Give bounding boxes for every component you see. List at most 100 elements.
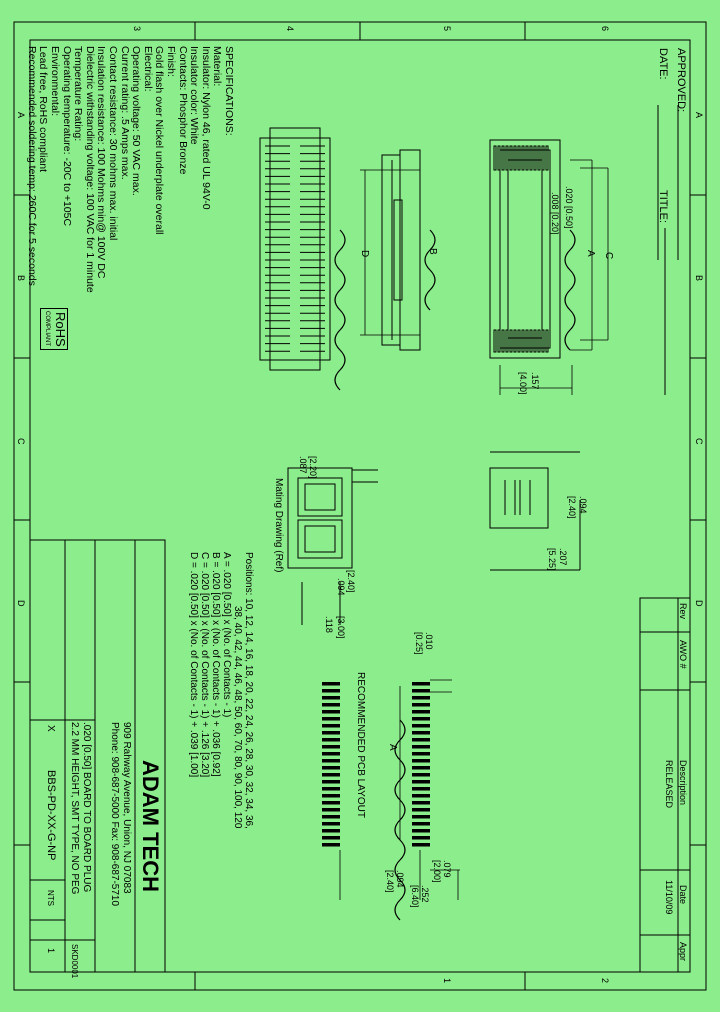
pcb-dim-a: A [387,744,398,751]
pcb-pad [412,689,430,693]
dim-mate-094-mm: [2.40] [346,570,356,593]
pcb-pad [412,801,430,805]
spec-lines: Material:Insulator: Nylon 46, rated UL 9… [25,46,224,293]
side-pin [541,145,545,171]
grid-label-bottom-4: D [16,600,26,607]
pcb-pad [322,752,340,756]
doc-number: SKD0001 [70,944,79,979]
side-pin [521,329,525,353]
pcb-pad [322,745,340,749]
pcb-dim-010-mm: [0.25] [414,632,424,655]
title-label: TITLE: [657,190,669,224]
pcb-pad [322,801,340,805]
grid-number-5: 2 [600,978,610,984]
rev-description: RELEASED [664,760,674,809]
dim-d: D [359,250,370,258]
spec-heading: SPECIFICATIONS: [223,46,235,136]
size-value: X [45,725,56,732]
rev-header-rev: Rev [678,603,688,620]
spec-line: Environmental: [49,46,62,117]
pcb-pad [412,815,430,819]
scale-value: NTS [46,890,55,906]
dim-094: .094 [578,496,588,514]
pcb-pad [412,836,430,840]
rev-header-appr: Appr [678,942,688,962]
side-pin [525,145,529,171]
grid-number-4: 3 [132,26,142,32]
description-line-1: .020 [0.50] BOARD TO BOARD PLUG [81,722,92,893]
grid-label-top-1: A [694,112,704,119]
mating-drawing-label: Mating Drawing (Ref) [273,478,284,573]
pcb-pad [322,843,340,847]
spec-line: Contacts: Phosphor Bronze [176,46,189,175]
pcb-pad [412,731,430,735]
grid-number-3: 4 [285,26,295,32]
description-line-2: 2.2 MM HEIGHT, SMT TYPE, NO PEG [69,722,80,895]
side-pin [517,145,521,171]
pcb-pad [412,717,430,721]
dim-157-mm: [4.00] [518,372,528,395]
dim-b: B [427,248,438,255]
side-pin [537,145,541,171]
specifications-block: SPECIFICATIONS: Material:Insulator: Nylo… [25,46,235,293]
pcb-pad [412,759,430,763]
side-pin [493,145,497,171]
pcb-pad [322,759,340,763]
dim-c: C [603,252,614,260]
grid-number-1: 6 [600,26,610,32]
rev-date: 11/10/09 [664,880,674,915]
company-phone: Phone: 908-687-5000 Fax: 908-687-5710 [109,722,120,907]
side-pin [529,329,533,353]
positions-block: Positions: 10, 12, 14, 16, 18, 20, 22, 2… [188,552,254,829]
grid-label-top-2: B [694,275,704,282]
spec-line: Recommended soldering temp: 260C for 5 s… [25,46,38,286]
positions-line2: 38, 40, 42, 44, 46, 48, 50, 60, 70, 80, … [232,606,243,829]
pcb-pad [412,822,430,826]
pcb-pad [412,843,430,847]
pcb-pad [412,710,430,714]
side-pin [513,145,517,171]
grid-number-2: 5 [442,26,452,32]
side-pin [501,145,505,171]
spec-line: Lead free, RoHS compliant [37,46,50,173]
grid-label-top-4: D [694,600,704,607]
rev-header-awo: AWO # [678,640,688,669]
spec-line: Operating temperature: -20C to +105C [60,46,73,227]
side-pin [545,329,549,353]
dim-207-mm: [5.25] [547,548,557,571]
spec-line: Insulator color: White [188,46,201,145]
pcb-pad [322,682,340,686]
spec-line: Material: [211,46,224,87]
side-pin [537,329,541,353]
spec-line: Insulator: Nylon 46, rated UL 94V-0 [199,46,212,210]
spec-line: Electrical: [141,46,154,92]
spec-line: Operating voltage: 50 VAC max. [130,46,143,196]
pcb-dim-252-mm: [6.40] [410,885,420,908]
side-pin [517,329,521,353]
pcb-pad [322,829,340,833]
pcb-dim-094: .094 [395,870,405,888]
spec-line: Gold flash over Nickel underplate overal… [153,46,166,235]
grid-number-6: 1 [442,978,452,984]
pcb-pad [412,696,430,700]
side-pin [525,329,529,353]
dimension-formula: C = .020 [0.50] x (No. of Contacts - 1) … [199,552,210,778]
pcb-pad [412,829,430,833]
pcb-pad [322,717,340,721]
spec-line: Contact resistance: 30 mohms max. initia… [107,46,120,241]
pcb-pad [412,752,430,756]
side-pin [505,145,509,171]
side-pin [497,329,501,353]
dim-157: .157 [530,372,540,390]
side-pin [497,145,501,171]
dim-207: .207 [558,548,568,566]
side-pin [529,145,533,171]
grid-label-bottom-3: C [16,438,26,445]
side-pin [501,329,505,353]
side-pin [521,145,525,171]
side-pin [509,145,513,171]
pcb-dim-252: .252 [420,885,430,903]
sheet-number: 1 [46,948,56,954]
